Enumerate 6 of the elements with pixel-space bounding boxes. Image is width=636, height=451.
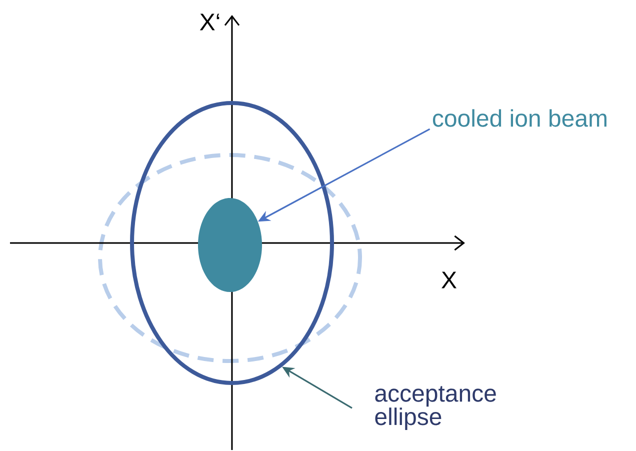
label-text: cooled ion beam (432, 109, 606, 127)
axis-label: X‘ (200, 14, 220, 30)
acceptance-ellipse (130, 101, 334, 385)
axis-label: X (442, 272, 456, 288)
beam-ellipse (198, 198, 262, 292)
label-text: acceptance ellipse (375, 386, 496, 430)
